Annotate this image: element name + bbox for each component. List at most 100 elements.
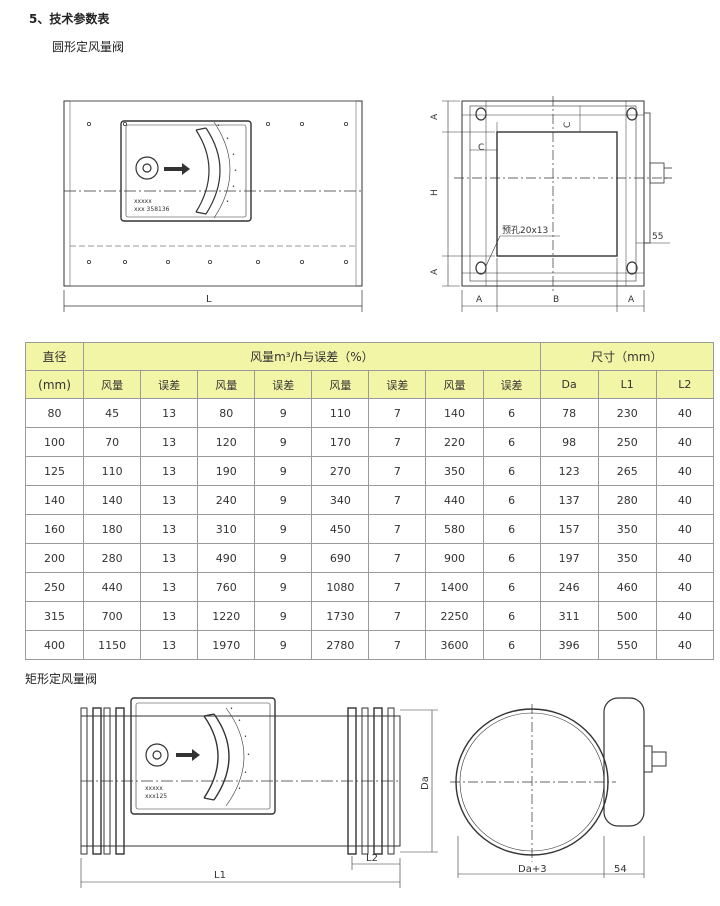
table-cell: 6 — [482, 630, 541, 660]
table-cell: 40 — [655, 543, 715, 573]
table-cell: 265 — [597, 456, 657, 486]
table-cell: 140 — [425, 398, 484, 428]
table-cell: 13 — [140, 601, 199, 631]
table-cell: 580 — [425, 514, 484, 544]
table-cell: 396 — [539, 630, 599, 660]
svg-text:•: • — [238, 718, 241, 724]
subheader: L1 — [597, 370, 657, 399]
table-cell: 13 — [140, 543, 199, 573]
table-cell: 9 — [254, 398, 313, 428]
table-cell: 690 — [311, 543, 370, 573]
table-cell: 40 — [655, 572, 715, 602]
table-cell: 9 — [254, 572, 313, 602]
table-cell: 240 — [197, 485, 256, 515]
table-cell: 6 — [482, 398, 541, 428]
cell-diameter: 200 — [24, 543, 85, 573]
dim-L1: L1 — [214, 870, 226, 881]
table-cell: 6 — [482, 572, 541, 602]
table-cell: 450 — [311, 514, 370, 544]
cell-diameter: 100 — [24, 427, 85, 457]
table-cell: 190 — [197, 456, 256, 486]
cell-diameter: 140 — [24, 485, 85, 515]
subheader: 误差 — [254, 370, 313, 399]
table-cell: 9 — [254, 456, 313, 486]
dim-A-bl: A — [476, 295, 483, 305]
round-damper-drawing: ••• ••• xxxxx xxx 358136 L — [63, 96, 672, 312]
subheader: 误差 — [368, 370, 427, 399]
table-cell: 7 — [368, 427, 427, 457]
table-cell: 7 — [368, 485, 427, 515]
table-cell: 1400 — [425, 572, 484, 602]
table-cell: 550 — [597, 630, 657, 660]
table-cell: 1150 — [83, 630, 142, 660]
table-cell: 6 — [482, 514, 541, 544]
table-cell: 760 — [197, 572, 256, 602]
subheader: Da — [539, 370, 599, 399]
subheader: 误差 — [482, 370, 541, 399]
table-cell: 440 — [425, 485, 484, 515]
table-cell: 3600 — [425, 630, 484, 660]
svg-text:•: • — [238, 786, 241, 792]
svg-text:•: • — [217, 123, 220, 129]
table-cell: 7 — [368, 398, 427, 428]
bottom-tag-line2: xxx125 — [145, 793, 167, 800]
table-cell: 250 — [597, 427, 657, 457]
dim-A-bottom: A — [430, 268, 440, 275]
bottom-tag-line1: xxxxx — [145, 785, 163, 792]
svg-text:•: • — [234, 168, 237, 174]
dim-L: L — [206, 294, 212, 305]
dim-C-left: C — [478, 143, 484, 153]
table-cell: 280 — [597, 485, 657, 515]
table-cell: 197 — [539, 543, 599, 573]
table-cell: 70 — [83, 427, 142, 457]
table-cell: 7 — [368, 630, 427, 660]
dim-A-br: A — [628, 295, 635, 305]
cell-diameter: 80 — [24, 398, 85, 428]
table-cell: 9 — [254, 630, 313, 660]
table-cell: 13 — [140, 427, 199, 457]
table-cell: 45 — [83, 398, 142, 428]
svg-text:•: • — [232, 152, 235, 158]
table-cell: 9 — [254, 601, 313, 631]
rect-damper-drawing: ••• ••• xxxxx xxx125 Da L1 L2 Da+3 54 — [80, 697, 667, 888]
svg-text:•: • — [230, 706, 233, 712]
table-cell: 340 — [311, 485, 370, 515]
dim-A-top: A — [430, 113, 440, 120]
dim-Da: Da — [420, 776, 431, 790]
cell-diameter: 315 — [24, 601, 85, 631]
table-cell: 180 — [83, 514, 142, 544]
table-cell: 270 — [311, 456, 370, 486]
table-cell: 6 — [482, 601, 541, 631]
table-cell: 310 — [197, 514, 256, 544]
table-cell: 220 — [425, 427, 484, 457]
table-cell: 13 — [140, 485, 199, 515]
table-cell: 9 — [254, 514, 313, 544]
table-cell: 110 — [311, 398, 370, 428]
table-cell: 40 — [655, 630, 715, 660]
dim-C-top: C — [563, 122, 573, 128]
subheader: 误差 — [140, 370, 199, 399]
table-cell: 350 — [597, 543, 657, 573]
table-cell: 1730 — [311, 601, 370, 631]
table-cell: 170 — [311, 427, 370, 457]
table-cell: 6 — [482, 485, 541, 515]
table-cell: 230 — [597, 398, 657, 428]
table-cell: 6 — [482, 427, 541, 457]
table-cell: 7 — [368, 543, 427, 573]
table-cell: 13 — [140, 572, 199, 602]
table-cell: 7 — [368, 572, 427, 602]
table-cell: 9 — [254, 485, 313, 515]
header-size-group: 尺寸（mm） — [539, 342, 715, 371]
svg-text:•: • — [244, 734, 247, 740]
dim-H: H — [430, 189, 440, 196]
table-cell: 2780 — [311, 630, 370, 660]
section-title: 5、技术参数表 — [29, 12, 110, 26]
cell-diameter: 400 — [24, 630, 85, 660]
table-cell: 2250 — [425, 601, 484, 631]
hole-label: 预孔20x13 — [502, 225, 548, 236]
